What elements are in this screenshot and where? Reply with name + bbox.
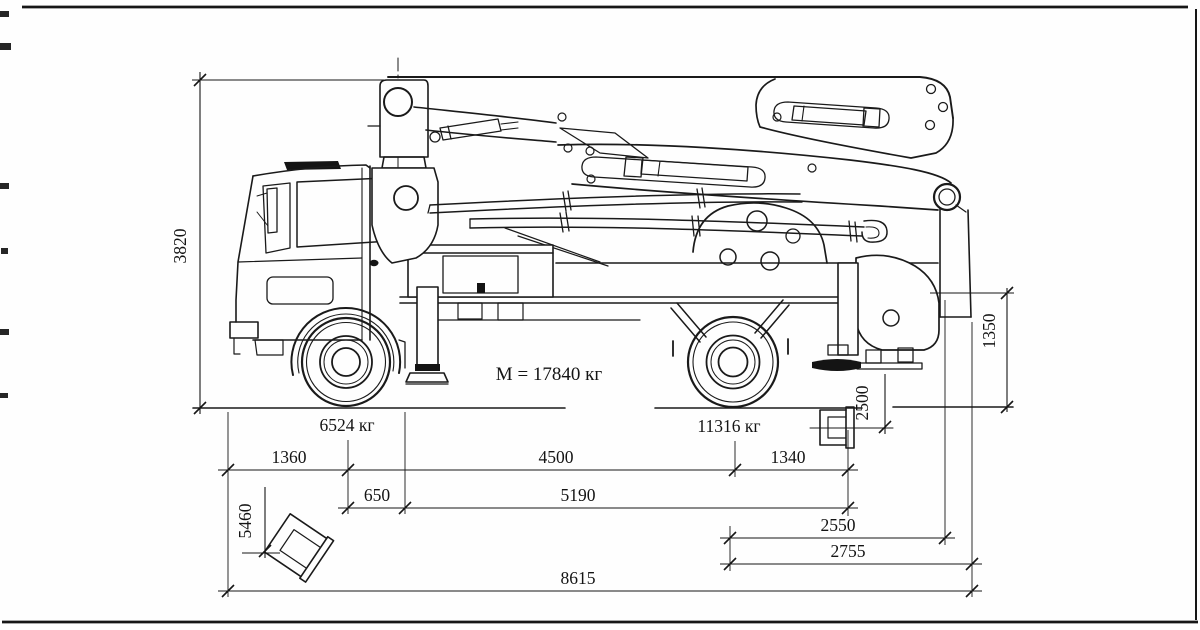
- dim-rear-axle-to-outrigger: 1340: [771, 447, 806, 467]
- rear-wheel: [670, 299, 790, 409]
- front-outrigger-pad-symbol: [263, 513, 335, 583]
- dim-rear-outrigger-reach: 2500: [852, 385, 872, 420]
- front-wheel: [300, 316, 392, 408]
- front-wheel-arch: [290, 306, 402, 376]
- weight-labels: M = 17840 кг 6524 кг 11316 кг: [319, 364, 760, 436]
- rear-pump-assembly: [855, 204, 972, 370]
- dim-rear-span-inner: 2550: [821, 515, 856, 535]
- boom-end-eye: [932, 182, 962, 212]
- boom-pivot: [383, 87, 413, 117]
- rear-axle-load-label: 11316 кг: [697, 416, 760, 436]
- dim-outrigger-base: 5190: [561, 485, 596, 505]
- folded-boom: [387, 76, 962, 243]
- boom-pedestal: [367, 79, 439, 264]
- dim-overall-length: 8615: [561, 568, 596, 588]
- pump-hopper: [692, 202, 828, 271]
- dim-front-outrigger-reach: 5460: [235, 503, 255, 538]
- equipment-box: [407, 244, 554, 298]
- dim-overall-height: 3820: [170, 228, 190, 263]
- door-handle: [369, 259, 379, 267]
- dimension-lines: [192, 72, 1014, 598]
- front-axle-load-label: 6524 кг: [319, 415, 374, 435]
- dim-front-overhang: 1360: [272, 447, 307, 467]
- rear-outrigger-pad-symbol: [809, 406, 894, 449]
- total-mass-label: M = 17840 кг: [496, 364, 603, 385]
- dim-rear-span-outer: 2755: [831, 541, 866, 561]
- page-borders: [2, 5, 1198, 624]
- dim-wheelbase: 4500: [539, 447, 574, 467]
- front-outrigger: [405, 286, 449, 385]
- ground-line: [192, 406, 1014, 409]
- rear-outrigger: [812, 262, 861, 371]
- dimension-labels: 3820 1360 4500 1340 650 5190 2550 2755 8…: [170, 228, 999, 588]
- dim-front-axle-to-outrigger: 650: [364, 485, 391, 505]
- dim-rear-height: 1350: [979, 313, 999, 348]
- scan-artifacts: [0, 11, 11, 398]
